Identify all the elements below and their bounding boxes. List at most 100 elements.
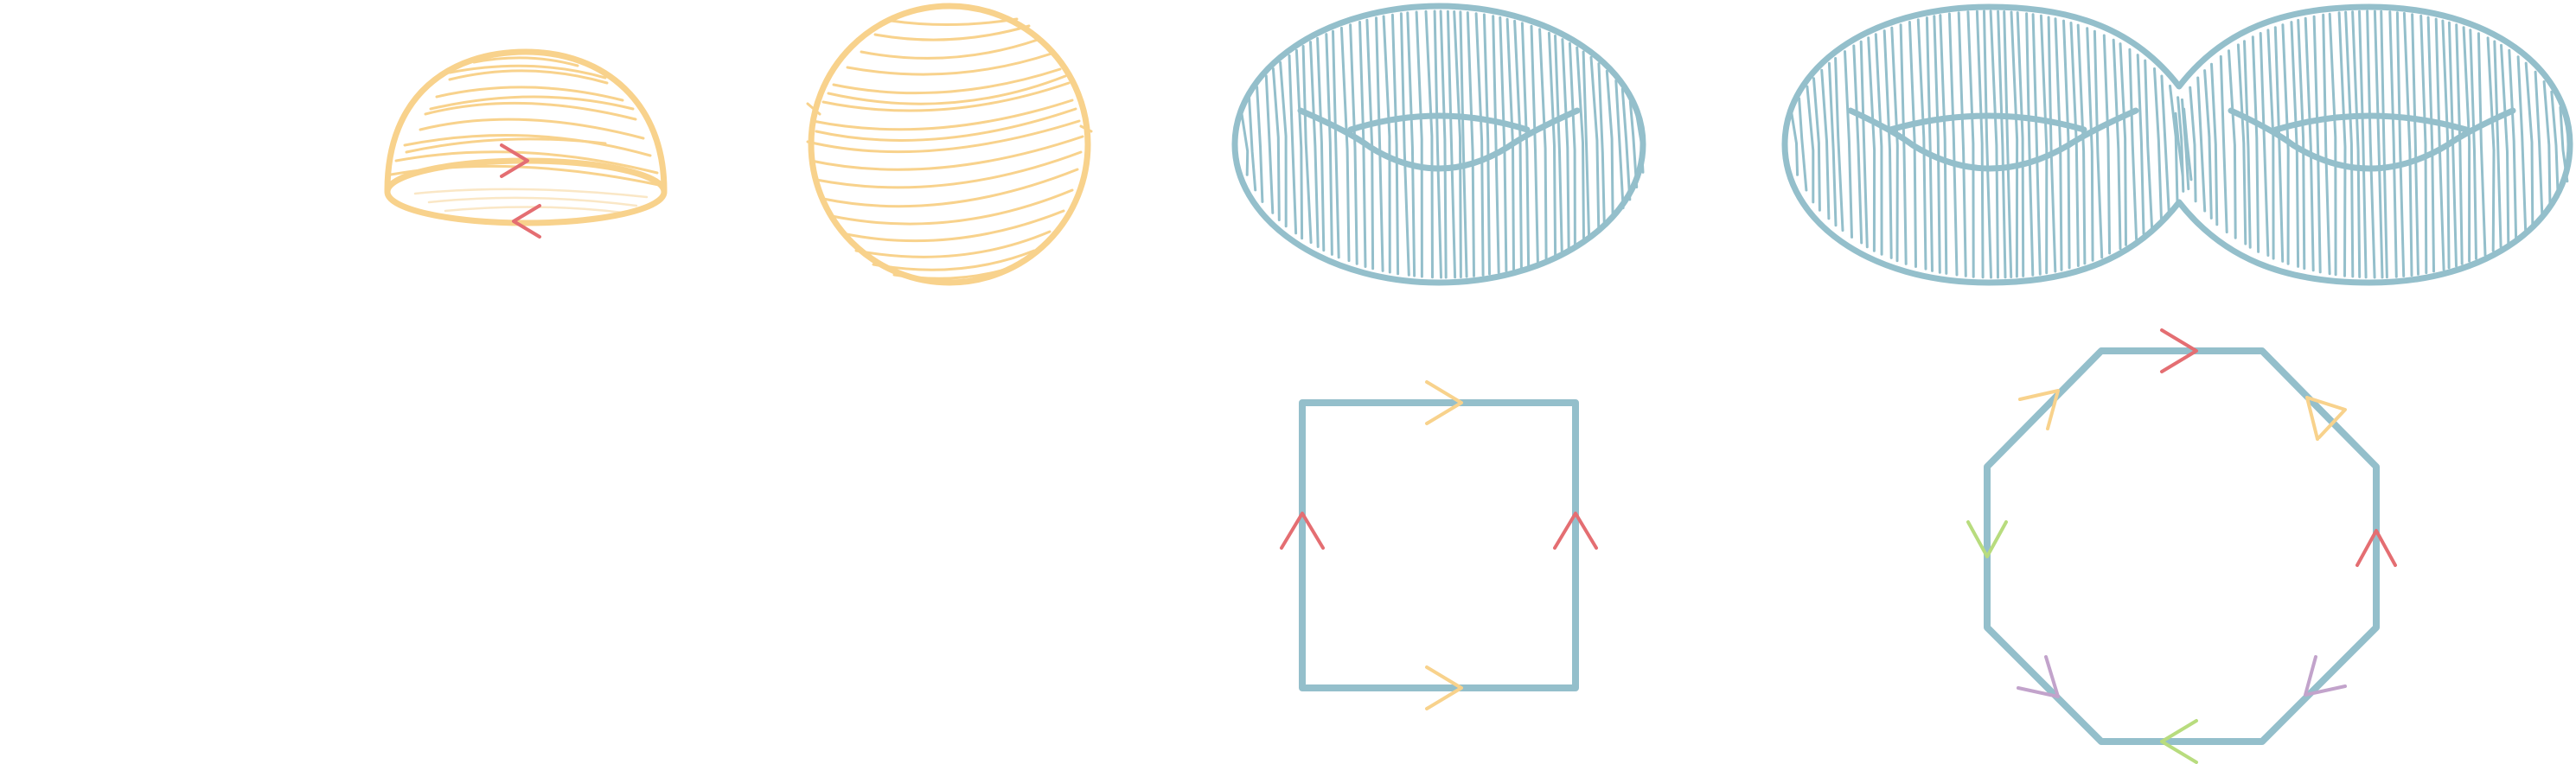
- hatch-stroke: [1390, 13, 1400, 276]
- hemisphere-figure: [384, 48, 668, 239]
- hatch-stroke: [2010, 10, 2019, 278]
- octagon-arrow-top-right: [2305, 396, 2347, 441]
- hatch-stroke: [1453, 10, 1462, 278]
- hatch-stroke: [2455, 23, 2464, 265]
- hatch-stroke: [1288, 54, 1298, 235]
- hatch-stroke: [2236, 43, 2247, 245]
- hatch-stroke: [1375, 16, 1384, 272]
- hatch-stroke: [1561, 38, 1570, 251]
- hatch-stroke: [2469, 29, 2477, 260]
- hatch-stroke: [2144, 59, 2154, 230]
- hatch-stroke: [1547, 31, 1557, 258]
- hatch-stroke: [1332, 29, 1340, 259]
- hatch-stroke: [2281, 23, 2290, 265]
- hatch-stroke: [1530, 24, 1539, 264]
- hatch-stroke: [1890, 26, 1899, 263]
- double-torus-hatching: [1790, 10, 2569, 279]
- hatch-stroke: [2181, 98, 2190, 191]
- hemisphere-arrow-right: [500, 143, 529, 178]
- hatch-stroke: [1279, 60, 1288, 228]
- octagon-outline: [1984, 347, 2380, 745]
- hatch-stroke: [2039, 14, 2049, 275]
- hatch-stroke: [2128, 48, 2138, 241]
- hatch-stroke: [1301, 45, 1313, 244]
- sphere-outline: [808, 3, 1091, 286]
- hatch-stroke: [2102, 34, 2112, 255]
- hatch-stroke: [1406, 11, 1416, 277]
- square-top-arrow: [1425, 380, 1463, 425]
- hemisphere-dome-outline: [384, 48, 668, 194]
- hatch-stroke: [1966, 10, 1975, 278]
- hatch-stroke: [2366, 10, 2376, 279]
- octagon-arrow-bottom: [2160, 719, 2198, 764]
- hatch-stroke: [1874, 33, 1883, 256]
- double-torus-figure: [1781, 3, 2573, 286]
- hatch-stroke: [2434, 17, 2445, 271]
- hatch-stroke: [2112, 38, 2122, 251]
- hatch-stroke: [2025, 12, 2035, 277]
- hatch-stroke: [1947, 12, 1959, 277]
- hatch-stroke: [1399, 12, 1410, 277]
- hatch-stroke: [1424, 10, 1434, 279]
- hatch-stroke: [2136, 54, 2145, 235]
- octagon-arrow-left: [1966, 520, 2008, 558]
- hatch-stroke: [2462, 26, 2471, 263]
- hatch-stroke: [1614, 79, 1625, 210]
- octagon-polygon-figure: [1966, 328, 2397, 764]
- hatch-stroke: [2373, 10, 2384, 279]
- hatch-stroke: [2477, 32, 2487, 257]
- torus-outer-outline: [1231, 3, 1646, 286]
- hatch-stroke: [2016, 11, 2025, 277]
- hatch-stroke: [2447, 21, 2458, 268]
- hatch-stroke: [2160, 74, 2170, 214]
- hatch-stroke: [2174, 111, 2184, 177]
- octagon-arrow-top-left: [2018, 389, 2060, 430]
- hatch-stroke: [2411, 13, 2419, 276]
- hatch-stroke: [2062, 19, 2071, 270]
- hatch-stroke: [1844, 50, 1853, 239]
- hatch-stroke: [1256, 86, 1264, 203]
- double-torus-outer-outline: [1781, 3, 2573, 286]
- hatch-stroke: [2189, 86, 2197, 203]
- hatch-stroke: [1628, 100, 1639, 188]
- hatch-stroke: [2297, 18, 2306, 271]
- hatch-stroke: [1264, 74, 1275, 214]
- torus-hatching: [1240, 10, 1645, 279]
- hatch-stroke: [1554, 35, 1563, 254]
- hatch-stroke: [1916, 18, 1927, 271]
- hatch-stroke: [1492, 15, 1500, 274]
- hatch-stroke: [1798, 97, 1808, 192]
- hatch-stroke: [1620, 87, 1632, 201]
- hatch-stroke: [1459, 10, 1468, 278]
- hatch-stroke: [2441, 19, 2451, 270]
- hemisphere-arrow-left: [512, 204, 541, 239]
- hatch-stroke: [1415, 10, 1423, 278]
- hatch-stroke: [2358, 10, 2368, 279]
- hatch-stroke: [2351, 10, 2362, 278]
- hatch-stroke: [2500, 43, 2510, 245]
- hatch-stroke: [1957, 11, 1967, 277]
- hatch-stroke: [1576, 46, 1585, 243]
- hatch-stroke: [1859, 40, 1869, 249]
- hatch-stroke: [1316, 36, 1326, 252]
- hatch-stroke: [2169, 84, 2179, 205]
- hatch-stroke: [2210, 62, 2219, 226]
- hatch-stroke: [2093, 29, 2104, 259]
- torus-hole-lower-curve: [1297, 107, 1581, 172]
- hatch-stroke: [2086, 27, 2094, 262]
- hatch-stroke: [2328, 12, 2337, 277]
- hatch-stroke: [2251, 35, 2260, 253]
- hatch-stroke: [2493, 40, 2502, 249]
- double-torus-right-hole-upper: [2272, 112, 2470, 133]
- hatch-stroke: [2153, 67, 2163, 221]
- octagon-arrow-bottom-left: [2017, 655, 2060, 698]
- octagon-arrow-bottom-right: [2304, 655, 2347, 697]
- hatch-stroke: [2243, 40, 2252, 249]
- square-bottom-arrow: [1425, 665, 1463, 710]
- hatch-stroke: [2119, 42, 2127, 246]
- hatch-stroke: [1997, 10, 2007, 279]
- hatch-stroke: [1240, 112, 1250, 176]
- hatch-stroke: [1989, 10, 1999, 279]
- hatch-stroke: [2395, 11, 2406, 277]
